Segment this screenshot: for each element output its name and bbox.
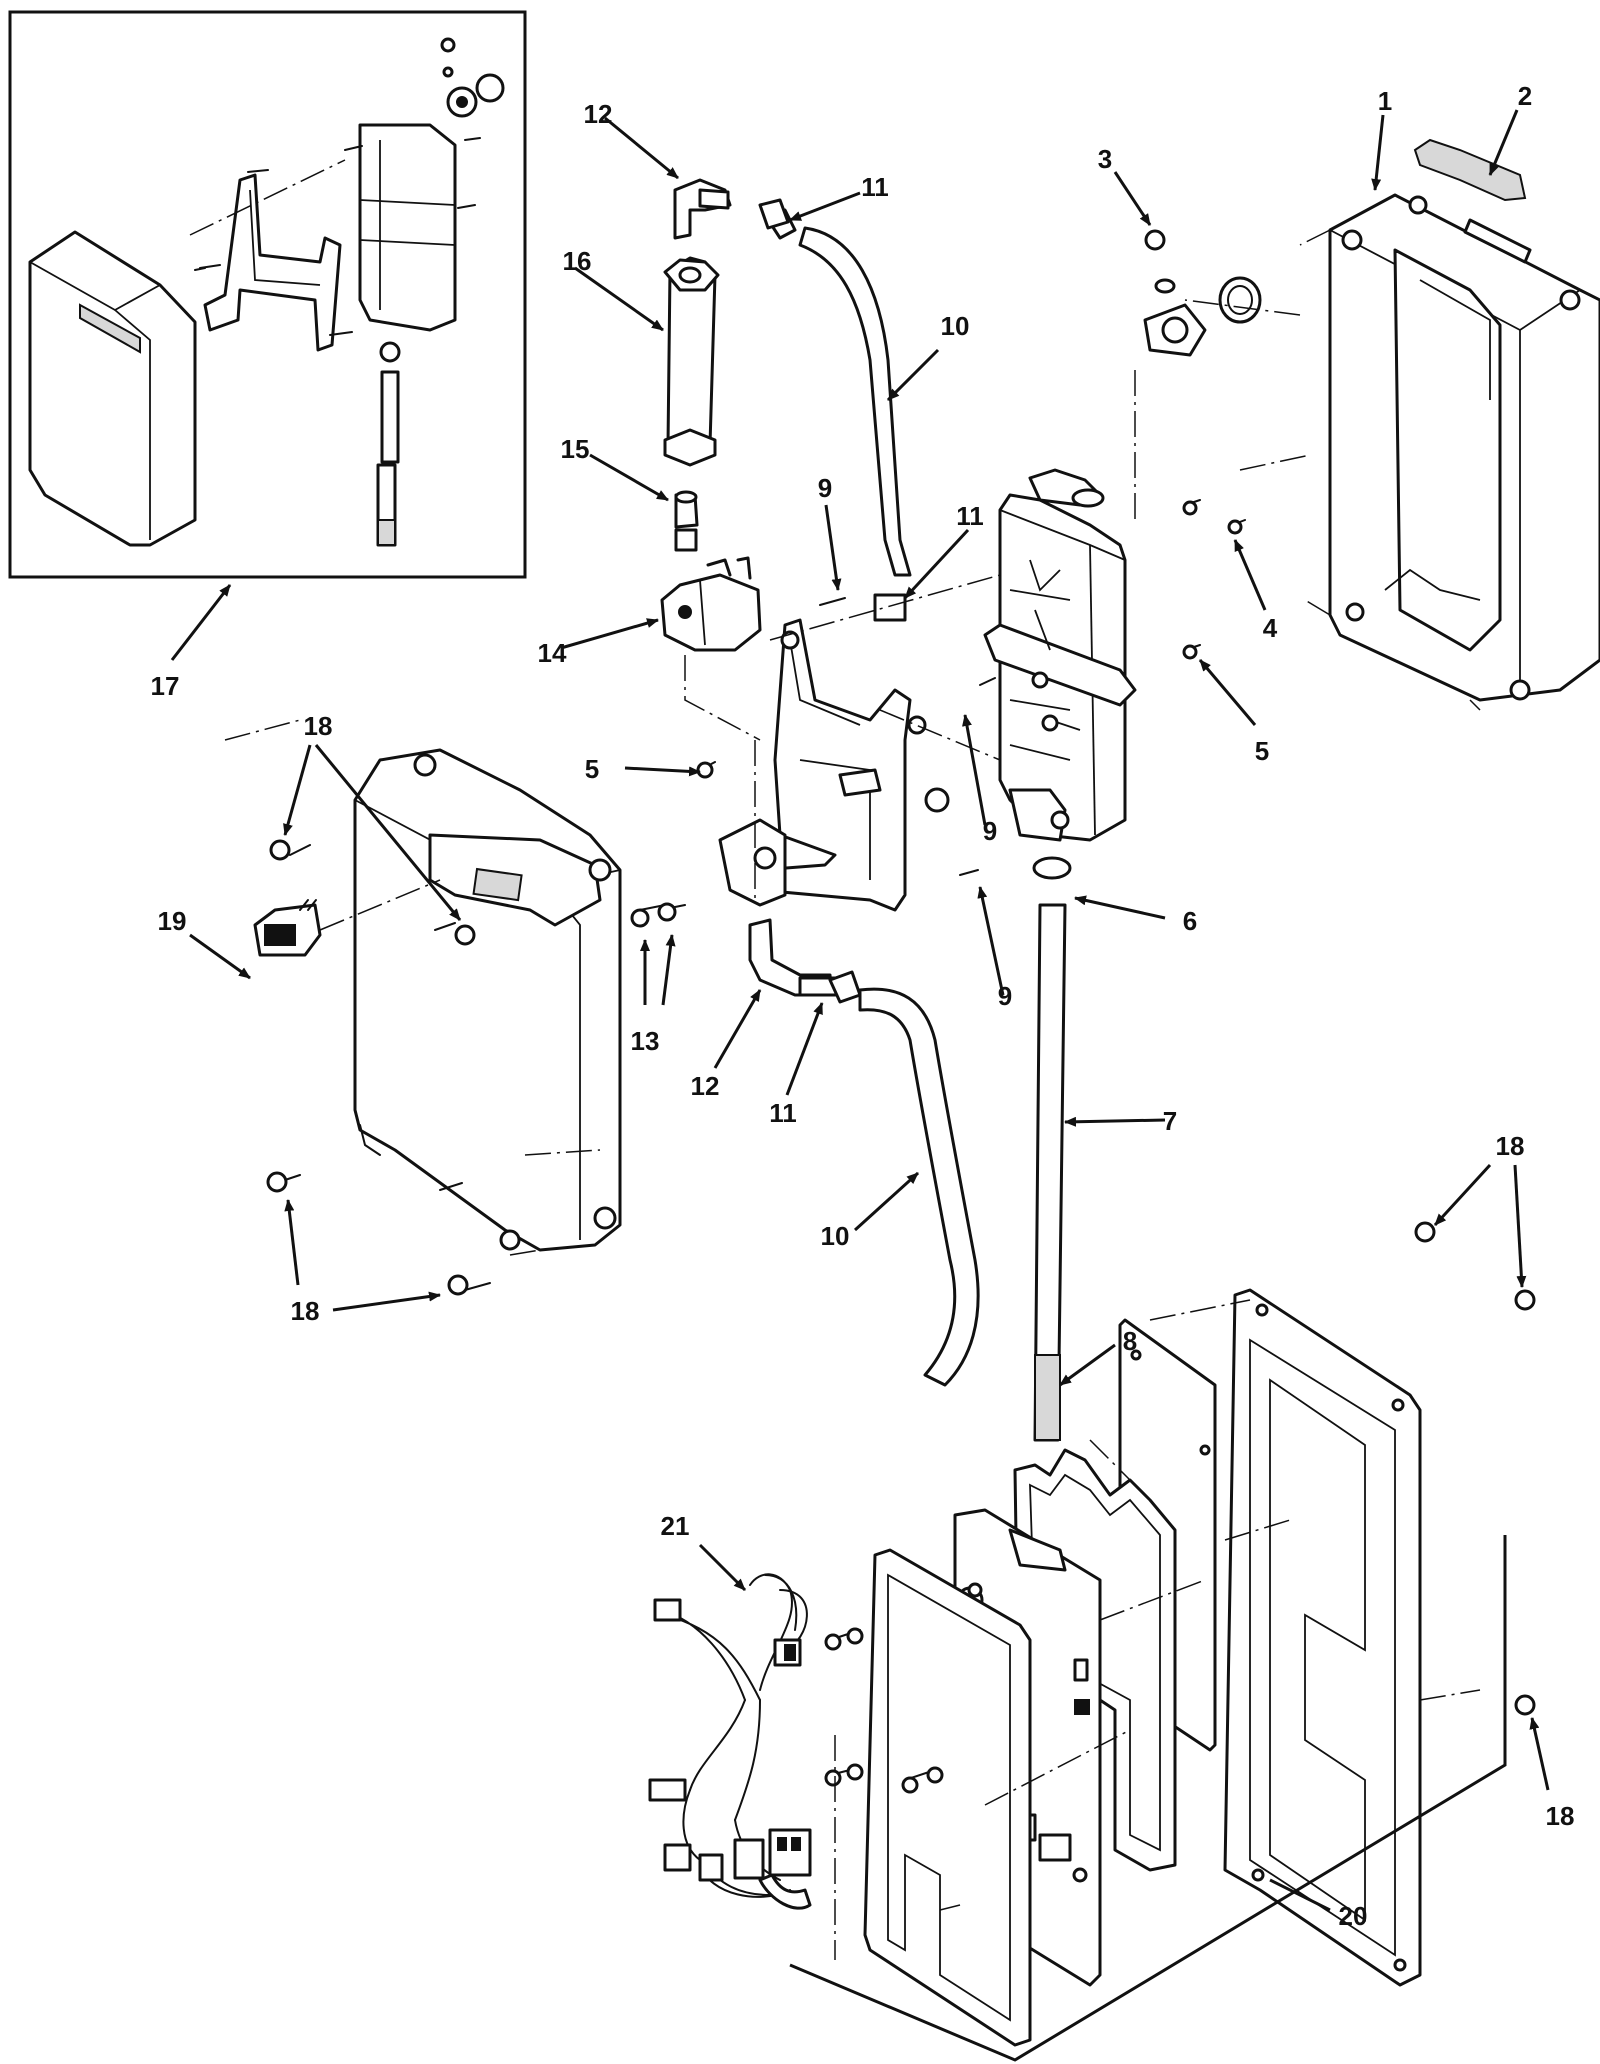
elbow-fitting-top	[673, 178, 732, 240]
callout-5-left: 5	[585, 754, 599, 784]
mounting-bracket	[718, 618, 950, 912]
callout-13: 13	[631, 1026, 660, 1056]
heater-body	[983, 468, 1137, 842]
back-plate	[1328, 193, 1600, 702]
callout-14: 14	[538, 638, 567, 668]
inset-bracket	[203, 173, 342, 352]
callout-18-right-top: 18	[1496, 1131, 1525, 1161]
solenoid-valve	[660, 556, 762, 652]
inset-hose	[376, 370, 400, 547]
callout-18-bottom: 18	[291, 1296, 320, 1326]
callout-9-bottom: 9	[998, 981, 1012, 1011]
callout-10-bottom: 10	[821, 1221, 850, 1251]
wire-harness	[648, 1573, 812, 1910]
callout-4: 4	[1263, 613, 1278, 643]
filter-cartridge	[663, 256, 720, 467]
knob-assembly	[1143, 229, 1262, 357]
center-lines	[224, 229, 1481, 1960]
callout-21: 21	[661, 1511, 690, 1541]
front-cover	[353, 748, 622, 1252]
inset-screws	[194, 137, 481, 363]
callout-2: 2	[1518, 81, 1532, 111]
callout-7: 7	[1163, 1106, 1177, 1136]
callout-15: 15	[561, 434, 590, 464]
callout-6: 6	[1183, 906, 1197, 936]
screws	[266, 499, 1536, 1716]
callout-3: 3	[1098, 144, 1112, 174]
rear-mounting-plate	[1223, 1288, 1422, 1987]
callout-9-top: 9	[818, 473, 832, 503]
hose-upper	[763, 208, 912, 577]
hose-clamps	[758, 198, 907, 622]
leader-arrows	[170, 109, 1550, 1912]
inset-cover	[28, 230, 197, 547]
adapter-fitting	[674, 490, 699, 552]
callout-9-middle: 9	[983, 816, 997, 846]
callout-1: 1	[1378, 86, 1392, 116]
callout-17: 17	[151, 671, 180, 701]
callout-11-middle: 11	[956, 501, 984, 531]
hose-lower	[828, 970, 980, 1387]
callout-12-bottom: 12	[691, 1071, 720, 1101]
callout-18-right-bottom: 18	[1546, 1801, 1575, 1831]
callout-12-top: 12	[584, 99, 613, 129]
inset-assembly-17	[8, 10, 527, 579]
assembly-20-bracket	[789, 1535, 1507, 2062]
callout-16: 16	[563, 246, 592, 276]
latch	[1413, 138, 1527, 202]
callout-11-bottom: 11	[769, 1098, 797, 1128]
callout-5-right: 5	[1255, 736, 1269, 766]
callout-8: 8	[1123, 1326, 1137, 1356]
callout-18-top: 18	[304, 711, 333, 741]
callout-19: 19	[158, 906, 187, 936]
drain-tube	[1032, 856, 1072, 1442]
callout-20: 20	[1339, 1901, 1368, 1931]
elbow-fitting-bottom	[748, 918, 842, 997]
front-frame	[863, 1548, 1032, 2047]
board-screws	[824, 1627, 944, 1794]
inset-frame	[8, 10, 527, 579]
callout-labels: 1 2 3 4 5 5 6 7 8 9 9 9 10 10 11 11 11 1…	[151, 81, 1575, 1931]
callout-11-top: 11	[861, 172, 889, 202]
callout-10-top: 10	[941, 311, 970, 341]
rocker-switch	[253, 899, 322, 957]
inset-heater	[358, 37, 505, 332]
